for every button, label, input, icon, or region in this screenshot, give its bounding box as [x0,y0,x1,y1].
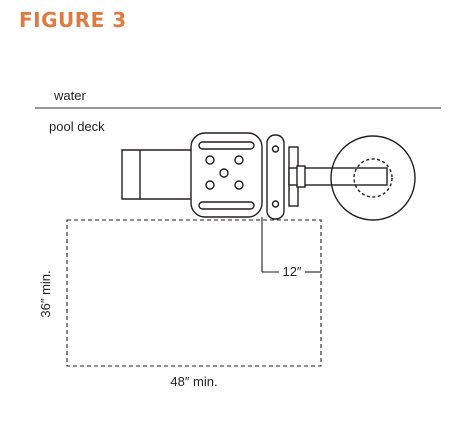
base-inner-circle [353,158,393,198]
lift-base [330,135,416,221]
seat-hole [205,180,215,190]
offset-dimension [261,217,321,273]
figure-title: FIGURE 3 [19,8,127,32]
clear-floor-space [66,219,322,367]
footrest-bolt [271,145,280,153]
water-label: water [53,88,86,103]
seat-backrest [121,149,192,200]
depth-label: 36″ min. [38,270,53,317]
base-outer-circle [330,135,416,221]
seat-front-slot [198,141,255,150]
seat-hole [234,155,244,165]
offset-label: 12″ [282,264,301,279]
seat-hole [219,168,229,178]
seat-hole [234,180,244,190]
footrest-bolt [271,200,280,208]
lift-seat [121,132,263,218]
width-label: 48″ min. [170,374,217,389]
seat-back-slot [198,201,255,210]
lift-arm-bar [288,167,388,186]
pool-deck-label: pool deck [49,119,105,134]
footrest-plate [266,134,285,220]
seat-hole [205,155,215,165]
lift-arm-collar [296,165,306,188]
lift-arm [288,165,388,188]
